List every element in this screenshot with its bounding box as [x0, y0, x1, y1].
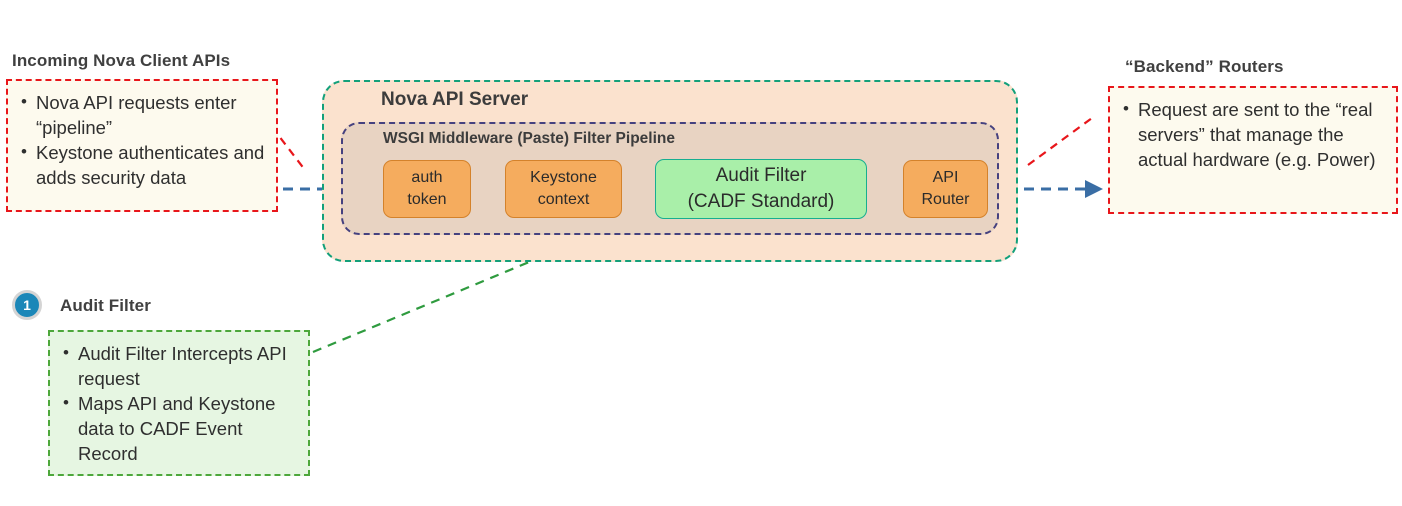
node-label-line: Keystone	[530, 169, 597, 186]
list-item: Request are sent to the “real servers” t…	[1118, 96, 1386, 172]
wsgi-pipeline-title: WSGI Middleware (Paste) Filter Pipeline	[383, 130, 675, 147]
left-callout-heading: Incoming Nova Client APIs	[12, 51, 231, 70]
right-callout-list: Request are sent to the “real servers” t…	[1118, 96, 1386, 172]
list-item: Keystone authenticates and adds security…	[16, 139, 266, 190]
node-label-line: Router	[921, 191, 970, 208]
list-item: Maps API and Keystone data to CADF Event…	[58, 390, 298, 466]
node-label-line: auth	[411, 169, 443, 186]
list-item: Audit Filter Intercepts API request	[58, 340, 298, 391]
step-callout-box: Audit Filter Intercepts API request Maps…	[48, 330, 310, 476]
pipeline-node-keystone-context[interactable]: Keystone context	[505, 160, 622, 218]
node-label-line: (CADF Standard)	[687, 191, 835, 212]
step-badge-1: 1	[12, 290, 42, 320]
node-label-line: API	[932, 169, 959, 186]
node-label-line: context	[537, 191, 590, 208]
left-callout-box: Nova API requests enter “pipeline” Keyst…	[6, 79, 278, 212]
pipeline-node-auth-token[interactable]: auth token	[383, 160, 471, 218]
right-callout-box: Request are sent to the “real servers” t…	[1108, 86, 1398, 214]
left-callout-list: Nova API requests enter “pipeline” Keyst…	[16, 89, 266, 190]
right-callout-heading: “Backend” Routers	[1125, 57, 1284, 76]
node-label-line: Audit Filter	[715, 165, 807, 186]
pipeline-node-api-router[interactable]: API Router	[903, 160, 988, 218]
step-callout-list: Audit Filter Intercepts API request Maps…	[58, 340, 298, 466]
list-item: Nova API requests enter “pipeline”	[16, 89, 266, 140]
leader-right-callout	[1027, 117, 1093, 166]
nova-api-server-title: Nova API Server	[381, 89, 529, 110]
pipeline-node-audit-filter[interactable]: Audit Filter (CADF Standard)	[655, 159, 867, 219]
step-callout-heading: Audit Filter	[60, 296, 151, 315]
node-label-line: token	[407, 191, 447, 208]
